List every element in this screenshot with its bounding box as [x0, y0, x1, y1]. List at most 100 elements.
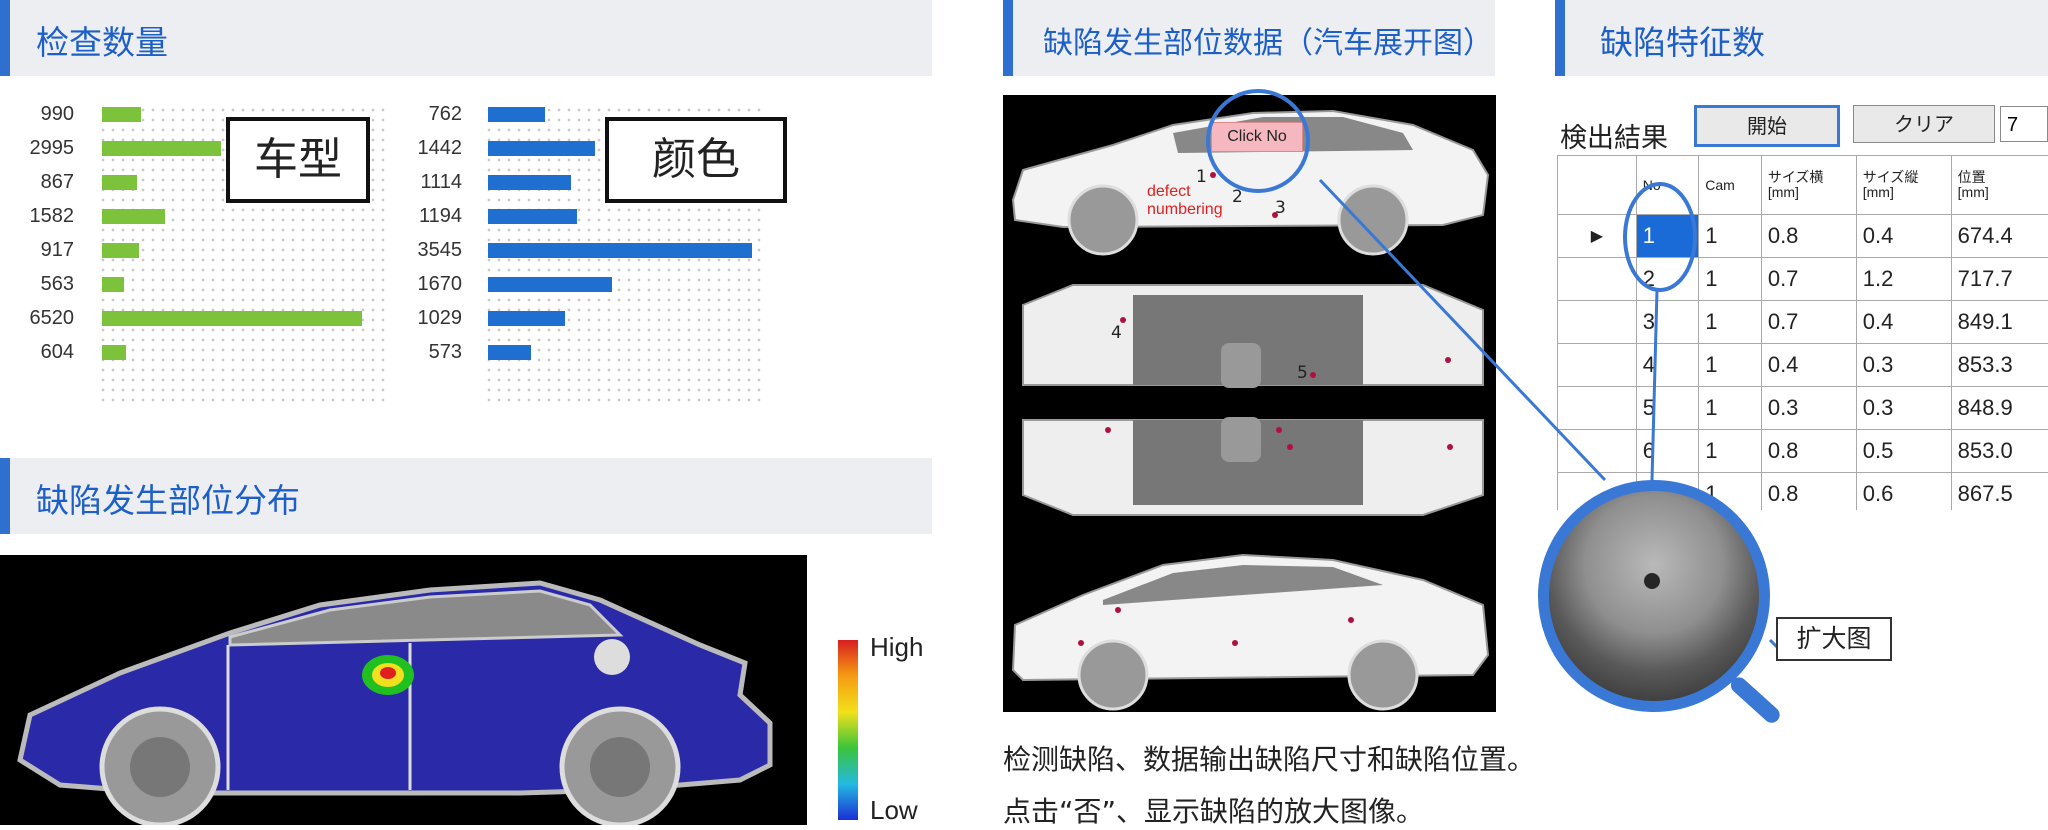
color-bar [488, 311, 565, 326]
table-cell[interactable]: 0.7 [1760, 300, 1857, 344]
table-cell[interactable]: 0.8 [1760, 472, 1857, 510]
table-cell[interactable]: 6 [1635, 429, 1700, 473]
table-cell[interactable]: 0.3 [1855, 343, 1952, 387]
section-title: 检查数量 [36, 23, 168, 62]
zoom-label-box: 扩大图 [1776, 617, 1892, 661]
zoom-callout [1318, 178, 1782, 652]
defect-mark-4[interactable]: 4 [1111, 323, 1122, 343]
row-indicator[interactable] [1557, 257, 1637, 301]
clear-button-label: クリア [1894, 112, 1954, 136]
zoom-label: 扩大图 [1796, 624, 1872, 653]
color-bar [488, 345, 531, 360]
column-header-cam[interactable]: Cam [1698, 155, 1762, 215]
row-indicator[interactable] [1557, 300, 1637, 344]
table-cell[interactable]: 1 [1698, 214, 1762, 258]
color-bar [488, 277, 612, 292]
caption-line-1: 检测缺陷、数据输出缺陷尺寸和缺陷位置。 [1003, 743, 1536, 776]
heatmap-car-image [17, 580, 773, 828]
color-tick-label: 573 [428, 341, 462, 363]
model-bar [102, 175, 137, 190]
car-unfolded-map[interactable]: Click No 1 2 3 4 5 defect numbering [1003, 89, 1496, 712]
table-cell[interactable]: 853.0 [1950, 429, 2048, 473]
model-bar [102, 243, 139, 258]
annotation-line-2: numbering [1147, 201, 1223, 218]
table-cell[interactable]: 849.1 [1950, 300, 2048, 344]
table-header-row: No Cam サイズ横 [mm] サイズ縦 [mm] 位置 [mm] [1557, 155, 2048, 215]
color-bar [488, 243, 752, 258]
defect-mark-3[interactable]: 3 [1275, 198, 1286, 218]
table-cell[interactable]: 1 [1698, 300, 1762, 344]
column-header-position[interactable]: 位置 [mm] [1950, 155, 2048, 215]
table-cell[interactable]: 867.5 [1950, 472, 2048, 510]
clear-button[interactable]: クリア [1853, 105, 1995, 143]
model-label: 车型 [254, 134, 342, 185]
row-indicator[interactable] [1557, 343, 1637, 387]
table-cell[interactable]: 1 [1698, 429, 1762, 473]
table-cell[interactable]: 674.4 [1950, 214, 2048, 258]
model-label-box: 车型 [226, 117, 370, 203]
color-bar [488, 209, 577, 224]
table-cell[interactable]: 1.2 [1855, 257, 1952, 301]
defect-mark-1[interactable]: 1 [1196, 167, 1207, 187]
section-title: 缺陷发生部位分布 [36, 481, 300, 520]
model-bar [102, 107, 141, 122]
zoom-defect-spot [1644, 573, 1660, 589]
section-title: 缺陷发生部位数据（汽车展开图） [1043, 26, 1493, 61]
table-cell[interactable]: 4 [1635, 343, 1700, 387]
table-cell[interactable]: 0.3 [1855, 386, 1952, 430]
table-cell[interactable]: 717.7 [1950, 257, 2048, 301]
color-bar [488, 175, 571, 190]
row-indicator[interactable] [1557, 386, 1637, 430]
caption-line-2: 点击“否”、显示缺陷的放大图像。 [1003, 795, 1425, 828]
header-accent [0, 458, 10, 534]
zoom-handle [1727, 674, 1783, 727]
defect-mark-5[interactable]: 5 [1297, 363, 1308, 383]
row-indicator[interactable] [1557, 429, 1637, 473]
table-cell[interactable]: 848.9 [1950, 386, 2048, 430]
model-bar [102, 277, 124, 292]
car-unfolded-image [1011, 109, 1490, 711]
column-header-height[interactable]: サイズ縦 [mm] [1855, 155, 1952, 215]
zoom-lens [1538, 480, 1770, 712]
header-accent [0, 0, 10, 76]
table-cell[interactable]: 1 [1698, 343, 1762, 387]
color-bar [488, 141, 595, 156]
table-cell[interactable]: 1 [1698, 257, 1762, 301]
model-tick-label: 2995 [29, 137, 75, 159]
column-header-width[interactable]: サイズ横 [mm] [1760, 155, 1857, 215]
table-cell[interactable]: 0.4 [1855, 300, 1952, 344]
table-cell[interactable]: 0.7 [1760, 257, 1857, 301]
defect-heatmap [0, 555, 807, 828]
table-cell[interactable]: 853.3 [1950, 343, 2048, 387]
table-cell[interactable]: 0.8 [1760, 214, 1857, 258]
table-cell[interactable]: 0.4 [1855, 214, 1952, 258]
results-title: 検出結果 [1560, 123, 1668, 154]
section-header-features: 缺陷特征数 [1555, 0, 2048, 76]
count-field[interactable]: 7 [2000, 106, 2048, 142]
section-header-distribution: 缺陷发生部位分布 [0, 458, 932, 534]
table-cell[interactable]: 0.5 [1855, 429, 1952, 473]
legend-low: Low [870, 795, 918, 825]
header-accent [1003, 0, 1013, 76]
start-button[interactable]: 開始 [1694, 105, 1840, 147]
model-bar [102, 311, 362, 326]
table-cell[interactable]: 1 [1698, 386, 1762, 430]
defect-mark-2[interactable]: 2 [1232, 187, 1243, 207]
table-cell[interactable]: 3 [1635, 300, 1700, 344]
table-cell[interactable]: 0.4 [1760, 343, 1857, 387]
table-cell[interactable]: 0.3 [1760, 386, 1857, 430]
model-tick-label: 1582 [29, 205, 75, 227]
model-tick-label: 867 [40, 171, 74, 193]
annotation-line-1: defect [1147, 183, 1191, 200]
color-tick-label: 1670 [417, 273, 463, 295]
table-cell[interactable]: 5 [1635, 386, 1700, 430]
table-cell[interactable]: 0.8 [1760, 429, 1857, 473]
table-cell[interactable]: 0.6 [1855, 472, 1952, 510]
section-title: 缺陷特征数 [1600, 23, 1765, 62]
